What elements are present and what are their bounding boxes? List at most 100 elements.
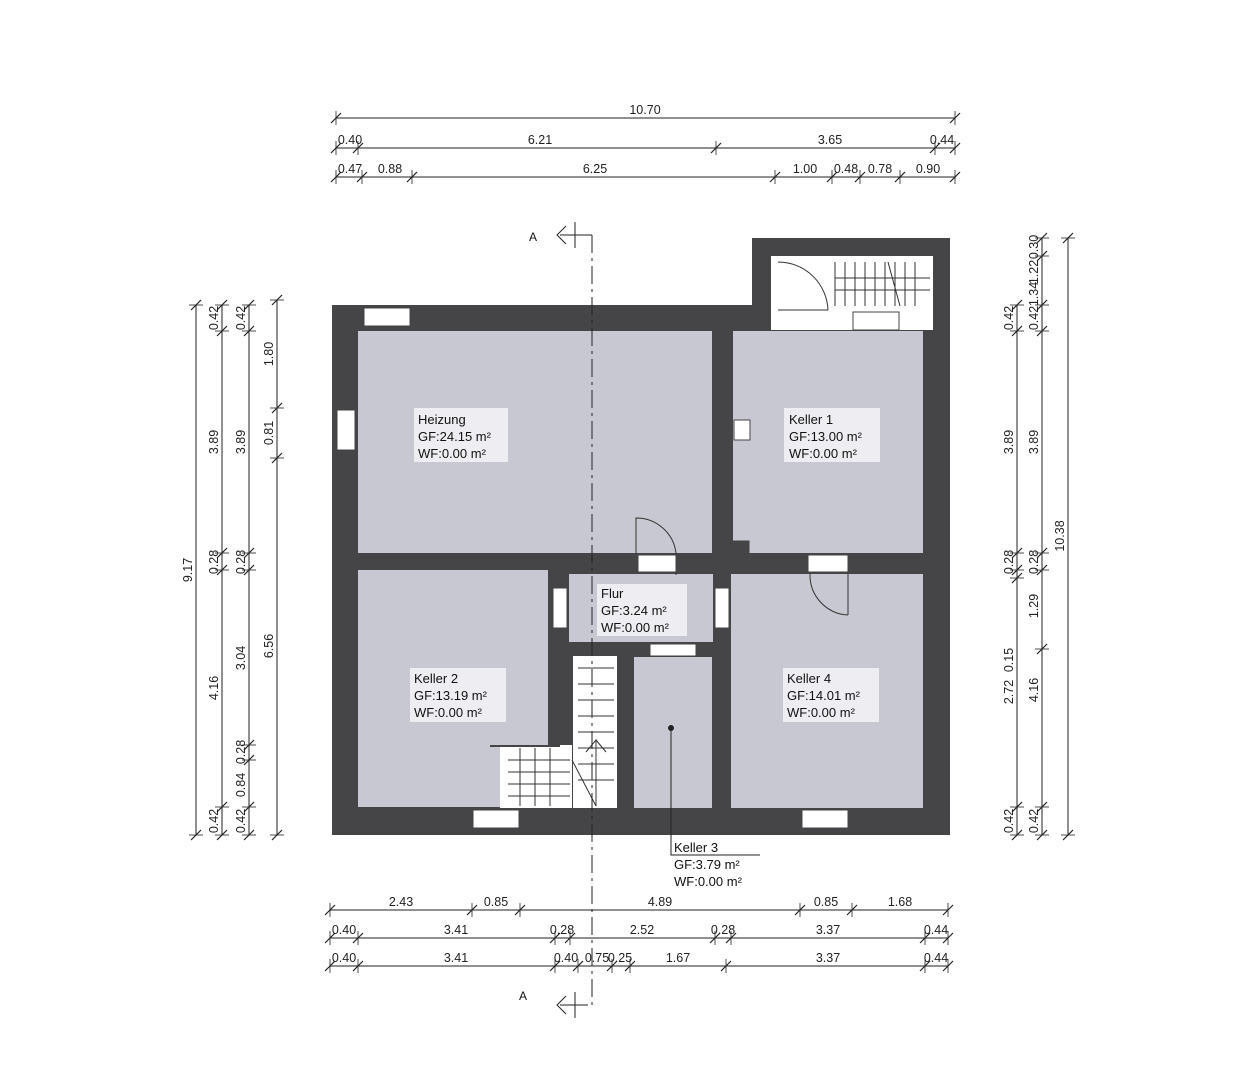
room-name-flur: Flur [601,586,624,601]
room-name-keller-1: Keller 1 [789,412,833,427]
dim-right-col2-label: 1.22 [1027,260,1041,284]
room-gf-keller-4: GF:14.01 m² [787,688,861,703]
windows [336,307,900,829]
dim-right-col2-label: 0.30 [1027,235,1041,259]
dim-right-total-label: 10.38 [1053,520,1067,551]
dim-top-row3-label: 0.78 [868,162,892,176]
dim-right-col2-label: 0.42 [1027,306,1041,330]
dim-right-col2-label: 1.29 [1027,594,1041,618]
dim-bottom-row3-label: 3.37 [816,951,840,965]
dim-bottom-row2-label: 0.44 [924,923,948,937]
window-bottom-right [801,809,849,829]
dim-right-col2-label: 4.16 [1027,678,1041,702]
label-bg-flur [597,584,687,636]
door-flur-bottom [649,643,697,657]
section-label-bottom: A [519,989,527,1003]
room-wf-flur: WF:0.00 m² [601,620,670,635]
dim-left-col4-label: 1.80 [262,342,276,366]
label-bg-keller-1 [784,408,880,462]
stair-area-upper [771,256,933,330]
room-gf-keller-2: GF:13.19 m² [414,688,488,703]
section-label-top: A [529,230,537,244]
section-line-a [556,222,593,1018]
room-wf-heizung: WF:0.00 m² [418,446,487,461]
door-heizung [637,554,677,573]
dim-bottom-row3-label: 0.25 [608,951,632,965]
dim-left-col3-label: 0.28 [234,740,248,764]
dim-top-row3-label: 0.47 [338,162,362,176]
dim-top-row3-label: 0.90 [916,162,940,176]
dim-top-row2-label: 3.65 [818,133,842,147]
dim-right-col2-label: 1.34 [1027,282,1041,306]
dimension-lines: 10.70 0.40 6.21 3.65 0.44 0.47 0.88 6.25 1.00 0.4… [181,103,1075,973]
window-top-right [852,311,900,331]
dim-right-col1-label: 0.28 [1002,550,1016,574]
dim-right-col2-label: 0.42 [1027,809,1041,833]
dim-top-total-label: 10.70 [629,103,660,117]
door-flur-right [714,587,730,629]
stairs [508,261,930,807]
dim-bottom-row1-label: 2.43 [389,895,413,909]
dim-left-col3-label: 0.42 [234,306,248,330]
room-name-keller-2: Keller 2 [414,671,458,686]
keller-3-leader [670,728,760,856]
window-left [336,409,356,451]
dim-left-col2-label: 0.28 [207,550,221,574]
dim-left-col4-label: 0.81 [262,421,276,445]
dim-right-col2-label: 0.28 [1027,550,1041,574]
dim-top-row3-label: 1.00 [793,162,817,176]
dim-bottom-row2-label: 0.28 [550,923,574,937]
chimney [730,540,750,556]
dim-bottom-row2-label: 0.40 [332,923,356,937]
room-keller-3[interactable] [634,657,712,808]
dim-bottom-row3-label: 0.40 [332,951,356,965]
dim-left-col4-label: 6.56 [262,634,276,658]
room-wf-keller-3: WF:0.00 m² [674,874,743,889]
dim-right-col1-label: 0.42 [1002,809,1016,833]
dim-right-col2-label: 3.89 [1027,430,1041,454]
room-wf-keller-1: WF:0.00 m² [789,446,858,461]
dim-top-row3-label: 6.25 [583,162,607,176]
dim-left-col3-label: 0.84 [234,773,248,797]
room-heizung[interactable] [358,331,712,553]
dim-bottom-row2-label: 0.28 [711,923,735,937]
dim-bottom-row2-label: 3.41 [444,923,468,937]
dim-bottom-row1-label: 0.85 [484,895,508,909]
rooms [358,256,933,808]
dim-left-col2-label: 0.42 [207,306,221,330]
room-wf-keller-2: WF:0.00 m² [414,705,483,720]
dim-right-col1-label: 0.15 [1002,648,1016,672]
room-gf-heizung: GF:24.15 m² [418,429,492,444]
door-flur-left [552,587,568,629]
room-gf-keller-1: GF:13.00 m² [789,429,863,444]
room-name-keller-4: Keller 4 [787,671,831,686]
room-name-keller-3: Keller 3 [674,840,718,855]
wall-notch-keller2 [490,745,560,747]
dim-left-col2-label: 4.16 [207,676,221,700]
dim-top-row2-label: 6.21 [528,133,552,147]
dim-bottom-row2-label: 2.52 [630,923,654,937]
dim-top-row3-label: 0.88 [378,162,402,176]
dim-top-row2-label: 0.44 [930,133,954,147]
dim-left-col3-label: 3.04 [234,646,248,670]
dim-bottom-row2-label: 3.37 [816,923,840,937]
label-bg-heizung [414,408,508,462]
dim-top-row3-label: 0.48 [834,162,858,176]
dim-bottom-row3-label: 1.67 [666,951,690,965]
door-keller1 [807,554,849,573]
window-bottom-left [472,809,520,829]
dim-bottom-row1-label: 4.89 [648,895,672,909]
dim-top-row2-label: 0.40 [338,133,362,147]
dim-right-col1-label: 2.72 [1002,680,1016,704]
room-gf-flur: GF:3.24 m² [601,603,667,618]
dim-left-total-label: 9.17 [181,558,195,582]
room-labels: Heizung GF:24.15 m² WF:0.00 m² Keller 1 … [410,408,880,889]
label-bg-keller-2 [410,668,506,722]
sink [733,419,751,441]
room-name-heizung: Heizung [418,412,466,427]
dim-right-col1-label: 0.42 [1002,306,1016,330]
dim-bottom-row3-label: 0.44 [924,951,948,965]
window-top-left [363,307,411,327]
dim-bottom-row3-label: 0.75 [585,951,609,965]
